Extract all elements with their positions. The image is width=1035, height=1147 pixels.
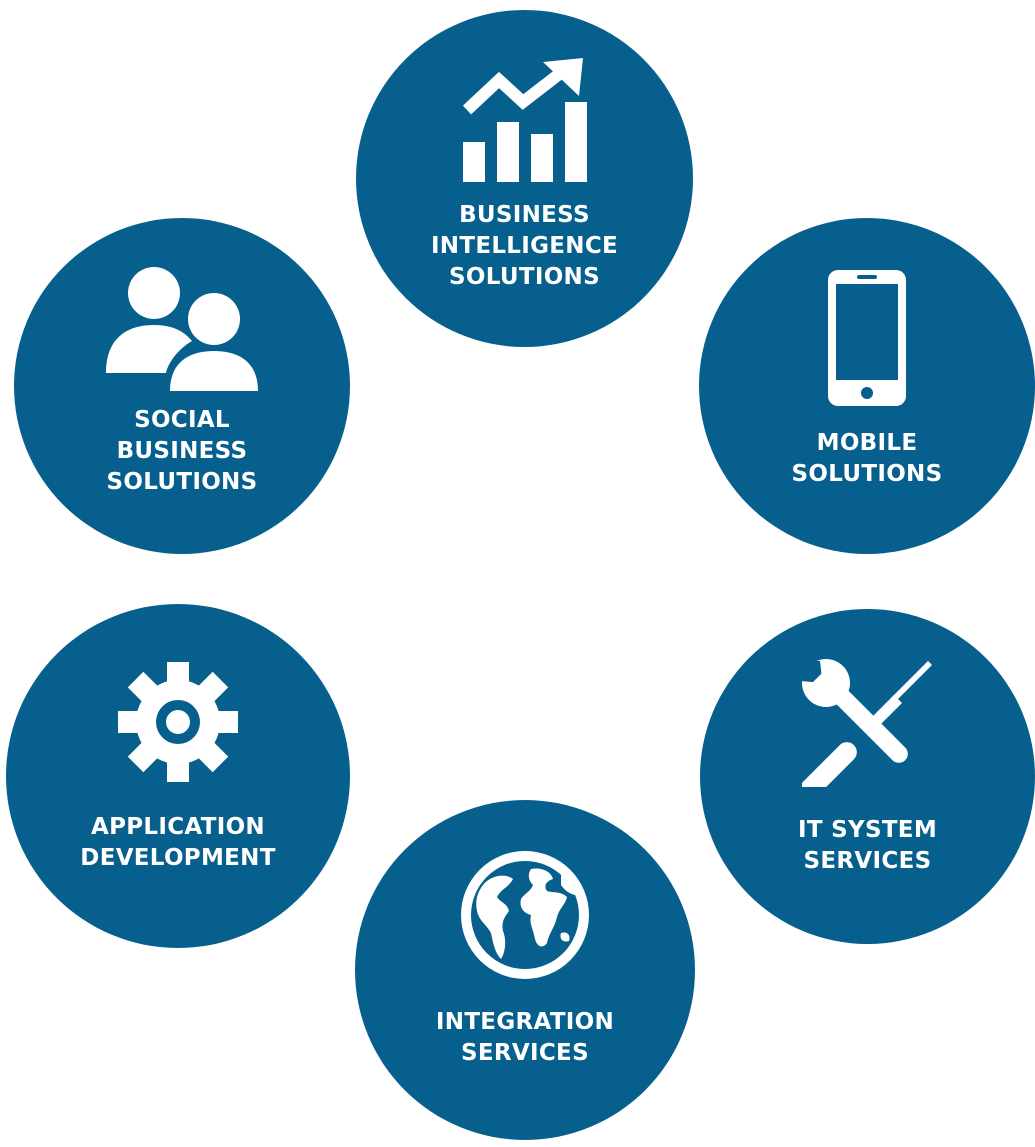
integration-services-label: INTEGRATION SERVICES — [435, 1009, 615, 1066]
integration-services-circle[interactable]: INTEGRATION SERVICES — [355, 800, 695, 1140]
social-business-solutions-circle[interactable]: SOCIAL BUSINESS SOLUTIONS — [14, 218, 350, 554]
business-intelligence-solutions-circle[interactable]: BUSINESS INTELLIGENCE SOLUTIONS — [356, 10, 693, 347]
wrench-screwdriver-icon — [801, 658, 932, 787]
mobile-solutions-label: MOBILE SOLUTIONS — [791, 430, 943, 487]
social-business-solutions-label: SOCIAL BUSINESS SOLUTIONS — [106, 406, 258, 495]
gear-icon — [118, 662, 238, 782]
globe-icon — [461, 851, 589, 979]
growth-chart-icon — [462, 58, 587, 182]
application-development-circle[interactable]: APPLICATION DEVELOPMENT — [6, 604, 350, 948]
it-system-services-label: IT SYSTEM SERVICES — [797, 816, 938, 874]
smartphone-icon — [828, 270, 906, 406]
application-development-label: APPLICATION DEVELOPMENT — [80, 814, 276, 871]
mobile-solutions-circle[interactable]: MOBILE SOLUTIONS — [699, 218, 1035, 554]
users-icon — [106, 266, 258, 391]
business-intelligence-solutions-label: BUSINESS INTELLIGENCE SOLUTIONS — [430, 202, 619, 290]
it-system-services-circle[interactable]: IT SYSTEM SERVICES — [700, 609, 1035, 944]
